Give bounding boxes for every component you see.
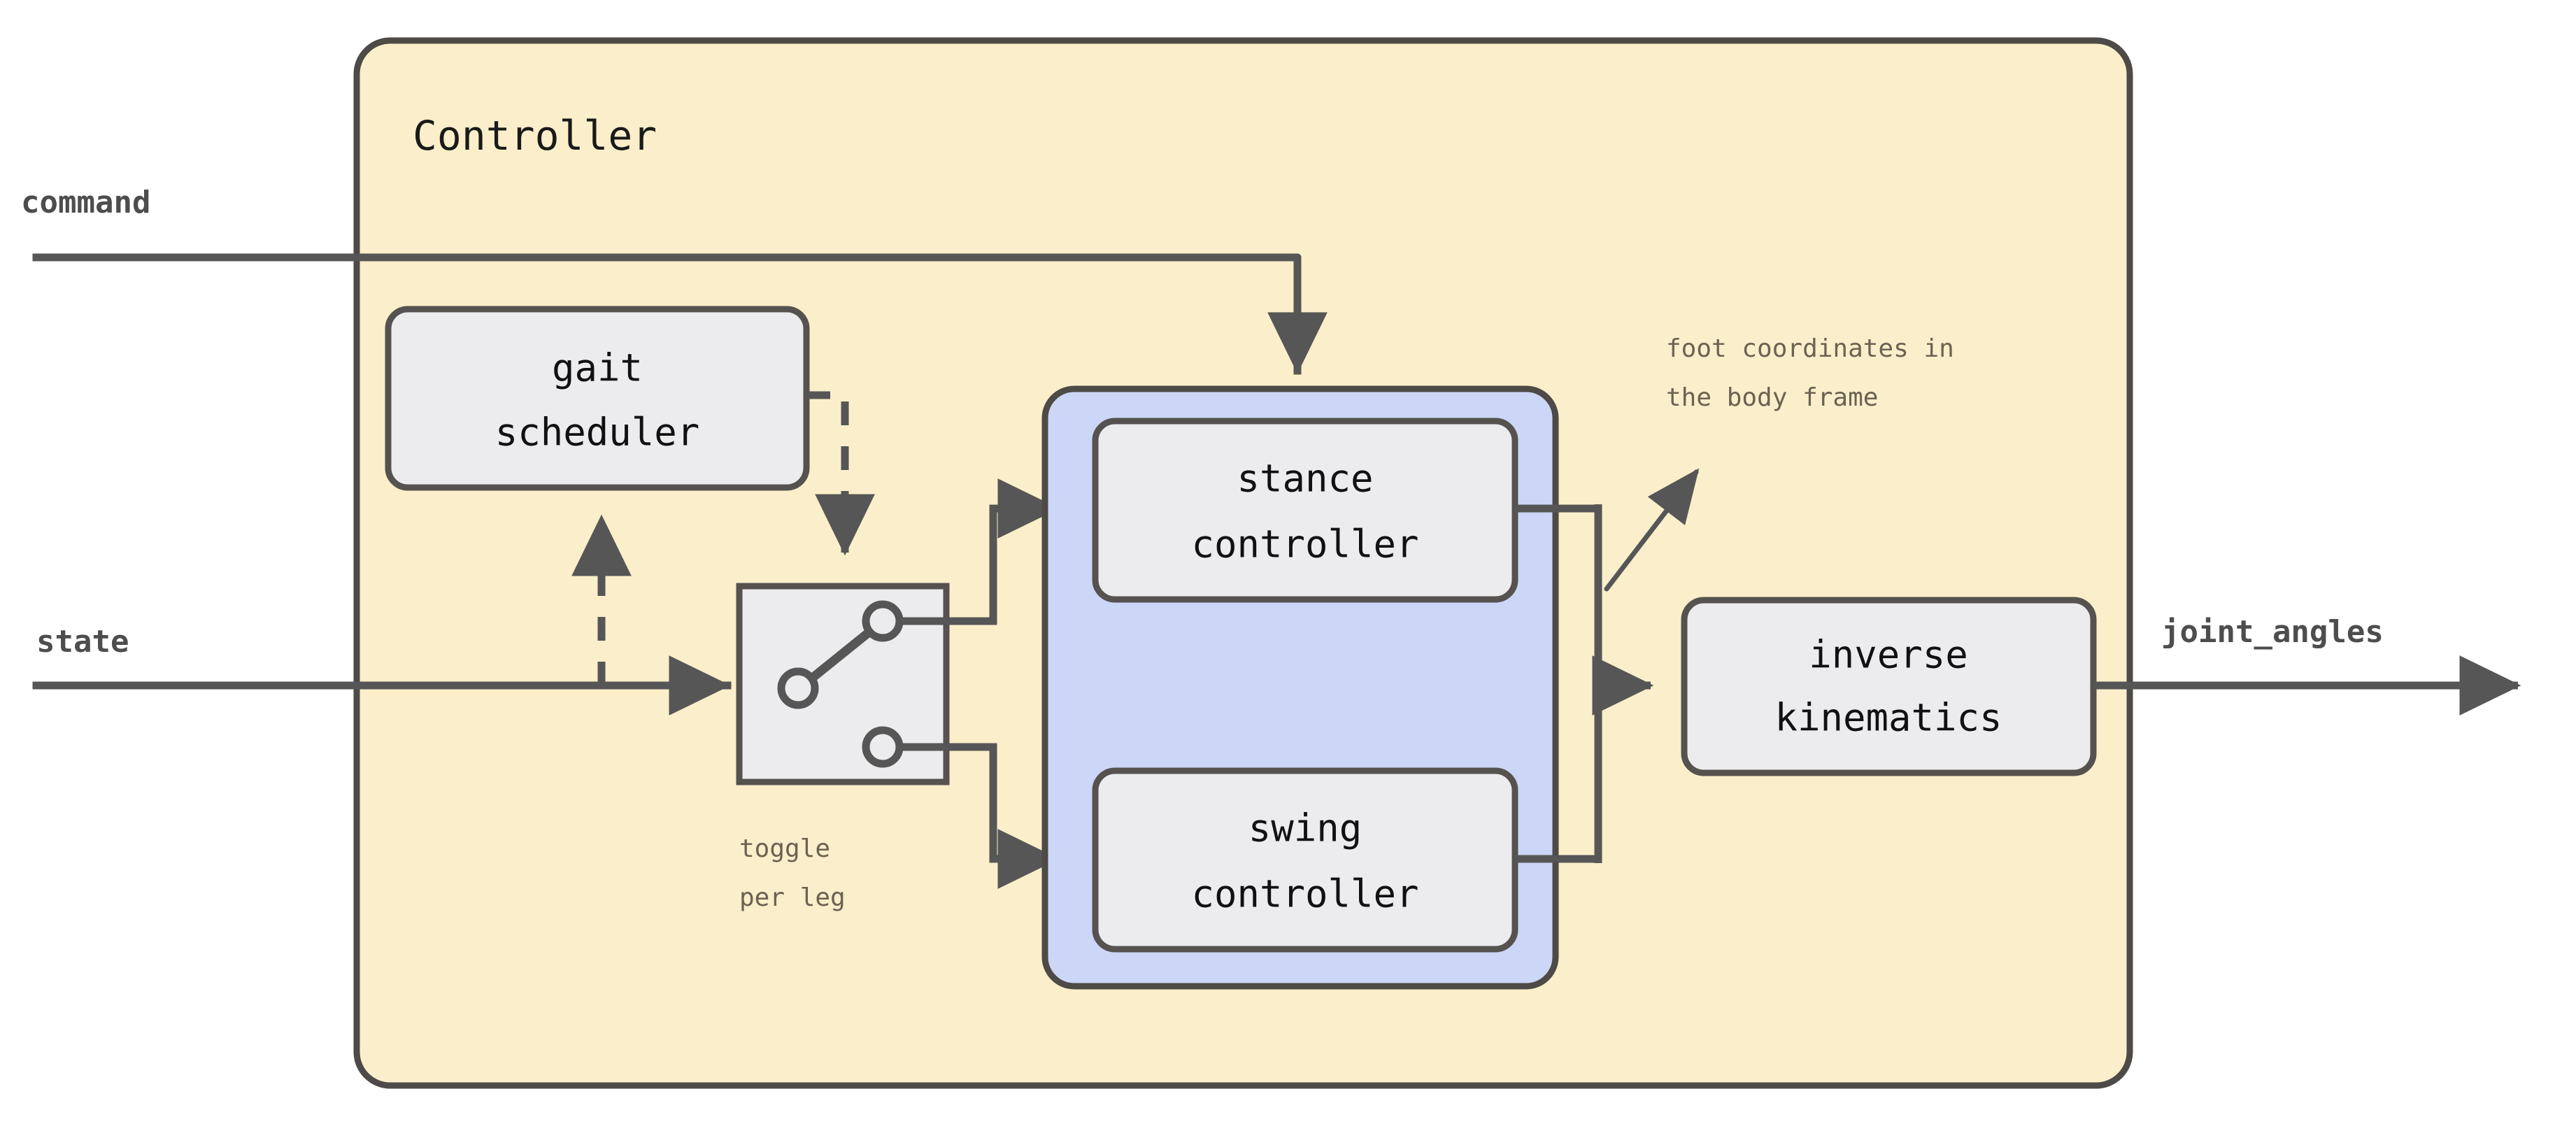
switch-caption-line2: per leg — [739, 883, 846, 912]
annotation-foot-coordinates-line1: foot coordinates in — [1666, 334, 1954, 363]
block-swing-controller[interactable] — [1092, 767, 1518, 953]
switch-pole-contact — [777, 667, 819, 709]
wire-switch-to-stance — [899, 478, 1060, 625]
block-gait-scheduler-line2: scheduler — [495, 411, 700, 455]
switch-toggle-per-leg[interactable] — [736, 583, 950, 785]
block-swing-controller-line2: controller — [1191, 872, 1418, 916]
block-stance-controller[interactable] — [1092, 418, 1518, 603]
block-gait-scheduler-line1: gait — [552, 346, 643, 390]
wire-gait-scheduler-to-switch — [806, 391, 875, 556]
block-stance-controller-line2: controller — [1191, 522, 1418, 567]
controller-title: Controller — [413, 112, 657, 159]
annotation-foot-coordinates-line2: the body frame — [1666, 383, 1878, 412]
switch-lower-contact — [862, 726, 904, 768]
switch-upper-contact — [862, 600, 904, 642]
block-inverse-kinematics-line2: kinematics — [1774, 696, 2002, 740]
input-label-state: state — [36, 624, 129, 660]
block-inverse-kinematics-line1: inverse — [1809, 633, 1968, 677]
annotation-leader-line — [1604, 468, 1700, 592]
output-label-joint-angles: joint_angles — [2161, 614, 2384, 650]
block-inverse-kinematics[interactable] — [1681, 597, 2097, 776]
block-gait-scheduler[interactable] — [385, 306, 810, 491]
switch-arm — [798, 620, 883, 690]
input-label-command: command — [21, 185, 150, 220]
wire-command — [32, 253, 1328, 375]
block-stance-controller-line1: stance — [1237, 457, 1373, 501]
switch-caption-line1: toggle — [739, 834, 830, 863]
block-swing-controller-line1: swing — [1248, 806, 1362, 851]
wire-switch-to-swing — [899, 743, 1060, 889]
